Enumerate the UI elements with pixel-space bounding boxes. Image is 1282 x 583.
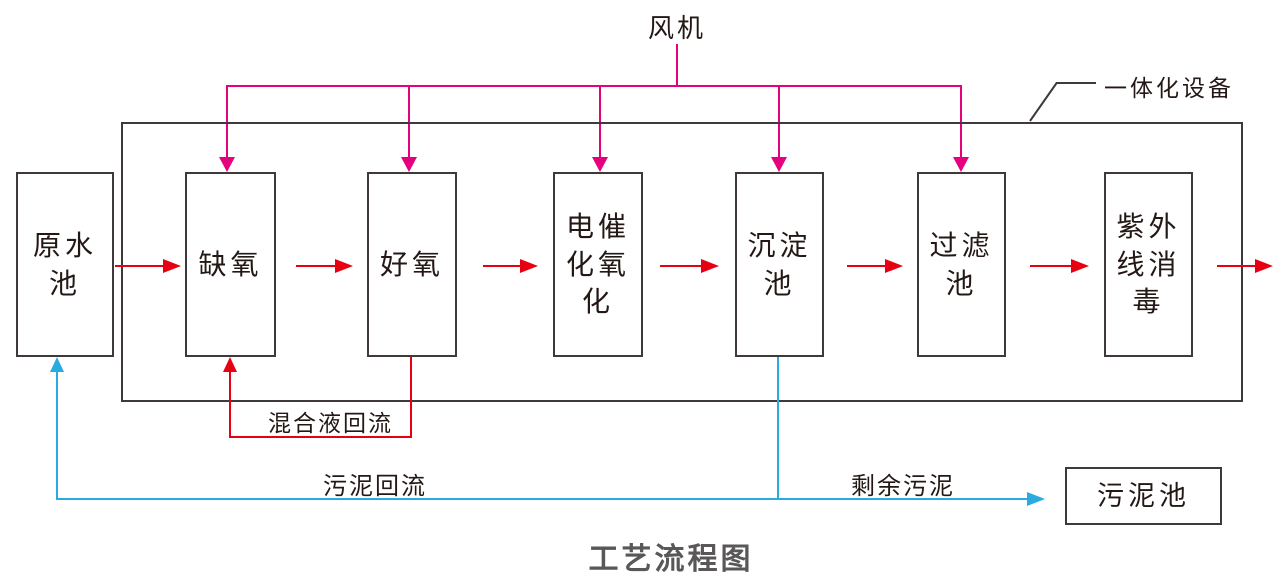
sludge-bottom-line	[56, 498, 1027, 500]
air-drop-arrow-icon-filtration	[953, 157, 969, 172]
sludge-down-line	[777, 357, 779, 500]
flow-line-3	[483, 265, 522, 267]
flow-arrow-icon-outlet	[1255, 259, 1273, 273]
box-aerobic: 好氧	[367, 172, 457, 357]
flow-line-2	[296, 265, 337, 267]
box-sludge-pool: 污泥池	[1065, 467, 1222, 525]
box-raw-water-pool: 原水 池	[16, 172, 114, 357]
flow-arrow-icon-5	[885, 259, 903, 273]
flow-arrow-icon-4	[701, 259, 719, 273]
sludge-return-up-line	[56, 372, 58, 500]
air-manifold-line	[226, 85, 962, 87]
mixed-liquor-return-bottom-line	[229, 436, 412, 438]
air-drop-line-anoxic	[226, 86, 228, 157]
integrated-equipment-container	[121, 122, 1243, 402]
sludge-return-label: 污泥回流	[323, 473, 427, 500]
box-electrocatalytic-oxidation: 电催 化氧 化	[553, 172, 643, 357]
flow-arrow-icon-6	[1071, 259, 1089, 273]
mixed-liquor-return-arrow-icon	[223, 357, 237, 372]
air-drop-line-aerobic	[408, 86, 410, 157]
air-drop-line-filtration	[960, 86, 962, 157]
box-sedimentation-pool: 沉淀 池	[735, 172, 824, 357]
flow-line-6	[1030, 265, 1073, 267]
box-anoxic: 缺氧	[185, 172, 276, 357]
air-drop-arrow-icon-electro	[592, 157, 608, 172]
flow-line-4	[660, 265, 703, 267]
mixed-liquor-return-label: 混合液回流	[268, 410, 393, 436]
flow-line-1	[115, 265, 165, 267]
flow-arrow-icon-1	[163, 259, 181, 273]
sludge-return-arrow-icon	[50, 357, 64, 372]
air-drop-arrow-icon-sedimentation	[771, 157, 787, 172]
integrated-equipment-label: 一体化设备	[1104, 75, 1234, 101]
fan-label: 风机	[647, 13, 706, 43]
callout-horizontal-line	[1056, 82, 1096, 84]
air-drop-arrow-icon-anoxic	[219, 157, 235, 172]
box-filtration-pool-label: 过滤 池	[929, 229, 994, 299]
flow-line-outlet	[1217, 265, 1257, 267]
box-electrocatalytic-oxidation-label: 电催 化氧 化	[565, 210, 630, 318]
flow-arrow-icon-3	[520, 259, 538, 273]
fan-line	[676, 44, 678, 86]
mixed-liquor-return-down-line	[410, 357, 412, 438]
box-sludge-pool-label: 污泥池	[1097, 480, 1190, 511]
box-uv-disinfection-label: 紫外 线消 毒	[1116, 210, 1181, 318]
box-uv-disinfection: 紫外 线消 毒	[1104, 172, 1193, 357]
flow-line-5	[847, 265, 887, 267]
box-sedimentation-pool-label: 沉淀 池	[747, 229, 812, 299]
box-anoxic-label: 缺氧	[198, 248, 263, 280]
excess-sludge-arrow-icon	[1027, 492, 1045, 506]
mixed-liquor-return-up-line	[229, 372, 231, 438]
diagram-title: 工艺流程图	[588, 543, 754, 576]
air-drop-line-sedimentation	[778, 86, 780, 157]
box-aerobic-label: 好氧	[379, 248, 444, 280]
air-drop-arrow-icon-aerobic	[401, 157, 417, 172]
callout-diagonal-line	[1029, 81, 1058, 122]
flow-arrow-icon-2	[335, 259, 353, 273]
box-filtration-pool: 过滤 池	[917, 172, 1006, 357]
air-drop-line-electro	[599, 86, 601, 157]
excess-sludge-label: 剩余污泥	[851, 473, 955, 500]
box-raw-water-pool-label: 原水 池	[32, 229, 97, 299]
